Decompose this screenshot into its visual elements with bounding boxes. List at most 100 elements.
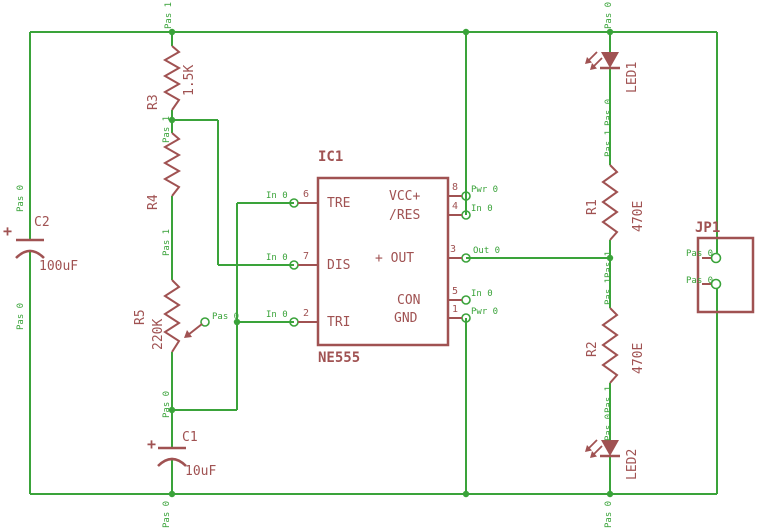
junction-dot bbox=[606, 254, 614, 262]
pin-info-label: Pas 1 bbox=[604, 129, 614, 157]
pin-info-label: Pas 1 bbox=[604, 250, 614, 278]
c2-plus-sign: + bbox=[3, 222, 13, 240]
pin-info-label: Pas 0 bbox=[686, 276, 714, 286]
r5-wiper-arrow-shaft[interactable] bbox=[187, 323, 203, 336]
led1-name-label: LED1 bbox=[625, 61, 640, 93]
junction-dot bbox=[168, 116, 176, 124]
ic1-part-label: NE555 bbox=[318, 350, 361, 366]
pin-info-label: Pas 1 bbox=[162, 115, 172, 143]
pin-info-label: In 0 bbox=[471, 204, 493, 214]
junction-dots bbox=[168, 28, 614, 498]
junction-dot bbox=[606, 28, 614, 36]
pin-info-label: Pas 0 bbox=[16, 184, 26, 212]
ic-pin-number-5: 5 bbox=[452, 286, 459, 297]
junction-dot bbox=[168, 406, 176, 414]
pin-info-label: Pas 0 bbox=[604, 413, 614, 441]
ic-pin-number-1: 1 bbox=[452, 304, 459, 315]
net-wires[interactable] bbox=[29, 31, 718, 495]
led1-arrow2 bbox=[592, 57, 603, 68]
r5-name-label: R5 bbox=[133, 309, 148, 325]
led1-arrow1 bbox=[587, 51, 598, 62]
ic-pin-name-vcc: VCC+ bbox=[389, 189, 421, 204]
junction-dot bbox=[606, 490, 614, 498]
r5-wiper-circle[interactable] bbox=[200, 317, 210, 327]
c2-value-label: 100uF bbox=[39, 259, 79, 274]
led2-arrowhead1 bbox=[585, 445, 592, 452]
led2-arrowhead2 bbox=[590, 451, 597, 458]
jp1-body[interactable] bbox=[696, 236, 755, 314]
pin-info-label: Pas 0 bbox=[16, 302, 26, 330]
junction-dot bbox=[168, 28, 176, 36]
pin-info-label: Pas 0 bbox=[604, 500, 614, 528]
pin-info-label: Pas 0 bbox=[162, 500, 172, 528]
c2-name-label: C2 bbox=[34, 215, 50, 230]
ic1-name-label: IC1 bbox=[318, 149, 344, 165]
r5-wiper-arrowhead bbox=[184, 330, 192, 338]
pin-info-label: Pwr 0 bbox=[471, 185, 499, 195]
pin-info-label: In 0 bbox=[266, 310, 288, 320]
r4-name-label: R4 bbox=[146, 194, 161, 210]
resistor-r1-symbol[interactable] bbox=[601, 164, 619, 241]
c1-plus-sign: + bbox=[147, 435, 157, 453]
junction-dot bbox=[462, 28, 470, 36]
r3-name-label: R3 bbox=[146, 94, 161, 110]
pin-info-label: In 0 bbox=[471, 289, 493, 299]
r3-value-label: 1.5K bbox=[182, 64, 197, 96]
r5-value-label: 220K bbox=[151, 318, 166, 350]
led1-arrowhead2 bbox=[590, 63, 597, 70]
jp1-pin2-circle[interactable] bbox=[710, 278, 722, 290]
resistor-r2-symbol[interactable] bbox=[601, 307, 619, 384]
ic-pin-name-dis: DIS bbox=[327, 258, 351, 273]
pin-info-label: Pas 1 bbox=[604, 385, 614, 413]
resistor-r3-symbol[interactable] bbox=[162, 45, 182, 111]
pin-info-label: Pas 0 bbox=[604, 98, 614, 126]
jp1-name-label: JP1 bbox=[695, 220, 721, 236]
r1-name-label: R1 bbox=[585, 199, 600, 215]
r2-value-label: 470E bbox=[631, 342, 646, 374]
resistor-r4-symbol[interactable] bbox=[162, 132, 182, 197]
pin-info-label: Pas 1 bbox=[162, 228, 172, 256]
ic-pin-name-con: CON bbox=[397, 293, 421, 308]
pin-info-label: Pas 1 bbox=[164, 1, 174, 29]
pin5-circle[interactable] bbox=[461, 295, 471, 305]
ic-pin-name-out: + OUT bbox=[375, 251, 415, 266]
c1-bottom-plate[interactable] bbox=[157, 457, 187, 467]
led2-name-label: LED2 bbox=[625, 448, 640, 480]
ic-pin-name-res: /RES bbox=[389, 208, 421, 223]
junction-dot bbox=[233, 318, 241, 326]
r2-name-label: R2 bbox=[585, 341, 600, 357]
ic-pin-name-tri: TRI bbox=[327, 315, 351, 330]
ic-pin-number-2: 2 bbox=[303, 308, 310, 319]
ic-pin-number-3: 3 bbox=[450, 244, 457, 255]
pin-info-label: Pas 1 bbox=[604, 277, 614, 305]
pin-info-label: In 0 bbox=[266, 191, 288, 201]
ic-pin-number-7: 7 bbox=[303, 251, 310, 262]
c1-name-label: C1 bbox=[182, 430, 198, 445]
ic1-body[interactable] bbox=[316, 176, 450, 347]
pin-info-label: Out 0 bbox=[473, 246, 501, 256]
c2-bottom-plate[interactable] bbox=[15, 249, 45, 259]
ic-pin-name-gnd: GND bbox=[394, 311, 418, 326]
junction-dot bbox=[462, 490, 470, 498]
c1-value-label: 10uF bbox=[185, 464, 217, 479]
pin-info-label: Pas 0 bbox=[686, 249, 714, 259]
led2-triangle[interactable] bbox=[601, 440, 619, 456]
led2-arrow1 bbox=[587, 439, 598, 450]
pin-info-label: Pas 0 bbox=[212, 312, 240, 322]
ic-pin-name-tre: TRE bbox=[327, 196, 351, 211]
junction-dot bbox=[168, 490, 176, 498]
led1-arrowhead1 bbox=[585, 57, 592, 64]
pin-info-label: Pas 0 bbox=[604, 1, 614, 29]
component-fills bbox=[184, 52, 619, 458]
pin-info-label: Pas 0 bbox=[162, 390, 172, 418]
ic-pin-number-6: 6 bbox=[303, 189, 310, 200]
ic-pin-number-8: 8 bbox=[452, 182, 459, 193]
potentiometer-r5-symbol[interactable] bbox=[163, 279, 181, 353]
led1-triangle[interactable] bbox=[601, 52, 619, 68]
ic-pin-number-4: 4 bbox=[452, 201, 459, 212]
jp1-pin1-circle[interactable] bbox=[710, 252, 722, 264]
component-symbols bbox=[15, 45, 755, 467]
r1-value-label: 470E bbox=[631, 200, 646, 232]
